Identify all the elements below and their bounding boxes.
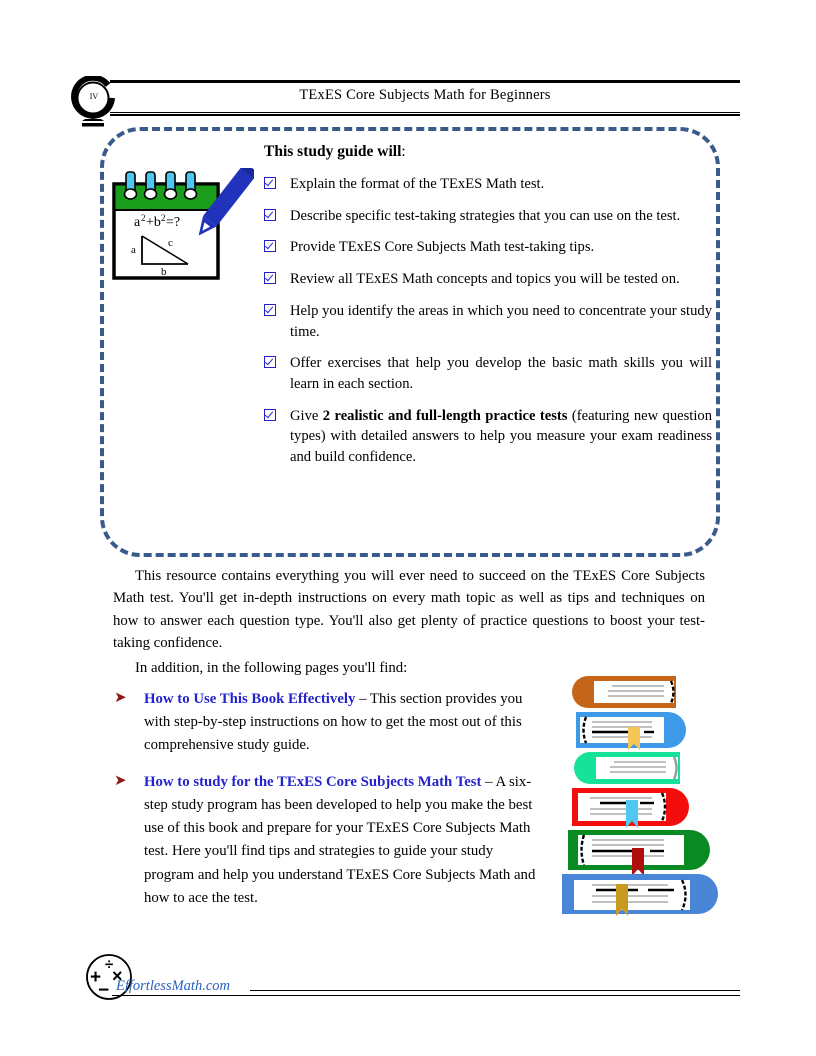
svg-text:=?: =? bbox=[166, 215, 180, 230]
section-description: – This section provides you with step-by… bbox=[144, 691, 523, 754]
section-link[interactable]: How to study for the TExES Core Subjects… bbox=[144, 774, 482, 791]
callout-heading: This study guide will: bbox=[264, 143, 712, 161]
arrow-bullet-icon: ➤ bbox=[114, 690, 127, 706]
list-item: Offer exercises that help you develop th… bbox=[264, 353, 712, 394]
book bbox=[572, 788, 689, 828]
svg-text:2: 2 bbox=[141, 213, 146, 223]
list-item-text-post: (featuring new question types) with deta… bbox=[290, 407, 712, 466]
svg-text:2: 2 bbox=[161, 213, 166, 223]
list-item: Describe specific test-taking strategies… bbox=[264, 206, 712, 227]
svg-text:−: − bbox=[98, 980, 109, 1001]
checked-checkbox-icon bbox=[264, 208, 276, 221]
page-title: TExES Core Subjects Math for Beginners bbox=[299, 87, 551, 103]
footer-rule-short bbox=[250, 990, 740, 991]
list-item: Explain the format of the TExES Math tes… bbox=[264, 174, 712, 195]
header-rule-bottom bbox=[110, 112, 740, 116]
paragraph: This resource contains everything you wi… bbox=[113, 568, 705, 652]
globe-stand-icon: iv bbox=[68, 76, 124, 128]
list-item-text: Explain the format of the TExES Math tes… bbox=[290, 176, 545, 192]
book bbox=[562, 874, 718, 916]
svg-text:c: c bbox=[168, 237, 173, 249]
checked-checkbox-icon bbox=[264, 408, 276, 421]
checked-checkbox-icon bbox=[264, 240, 276, 253]
study-guide-checklist: Explain the format of the TExES Math tes… bbox=[264, 174, 712, 468]
section-links-list: ➤ How to Use This Book Effectively – Thi… bbox=[113, 688, 545, 924]
study-guide-callout-box: This study guide will: Explain the forma… bbox=[100, 127, 720, 557]
stack-of-books-icon bbox=[548, 672, 720, 920]
page-header: TExES Core Subjects Math for Beginners i… bbox=[68, 76, 740, 127]
intro-paragraphs: This resource contains everything you wi… bbox=[113, 565, 705, 679]
svg-text:×: × bbox=[112, 966, 123, 986]
callout-heading-text: This study guide will bbox=[264, 143, 402, 160]
site-name[interactable]: EffortlessMath.com bbox=[116, 978, 230, 994]
callout-content: This study guide will: Explain the forma… bbox=[264, 143, 712, 468]
spiral-notepad-with-pencil-icon: a 2 +b 2 =? a b c bbox=[104, 162, 259, 290]
section-description: – A six-step study program has been deve… bbox=[144, 774, 536, 906]
checked-checkbox-icon bbox=[264, 303, 276, 316]
svg-text:a: a bbox=[131, 244, 136, 256]
svg-text:b: b bbox=[161, 266, 167, 278]
checked-checkbox-icon bbox=[264, 272, 276, 285]
list-item: Help you identify the areas in which you… bbox=[264, 301, 712, 342]
paragraph: In addition, in the following pages you'… bbox=[135, 659, 408, 676]
section-link[interactable]: How to Use This Book Effectively bbox=[144, 691, 356, 707]
checked-checkbox-icon bbox=[264, 177, 276, 189]
svg-text:+: + bbox=[90, 967, 101, 988]
svg-text:÷: ÷ bbox=[105, 956, 113, 973]
list-item: Give 2 realistic and full-length practic… bbox=[264, 406, 712, 468]
list-item: Review all TExES Math concepts and topic… bbox=[264, 269, 712, 290]
arrow-bullet-icon: ➤ bbox=[114, 773, 127, 790]
header-rule-top bbox=[110, 80, 740, 83]
list-item-text: Offer exercises that help you develop th… bbox=[290, 355, 712, 393]
list-item-text: Review all TExES Math concepts and topic… bbox=[290, 271, 680, 288]
page-footer: ÷ + × − EffortlessMath.com bbox=[84, 952, 744, 1004]
book bbox=[572, 676, 676, 708]
list-item-text: Help you identify the areas in which you… bbox=[290, 302, 712, 340]
svg-text:a: a bbox=[134, 215, 141, 230]
list-item: ➤ How to study for the TExES Core Subjec… bbox=[113, 771, 545, 909]
list-item: ➤ How to Use This Book Effectively – Thi… bbox=[113, 688, 545, 757]
list-item-text-pre: Give bbox=[290, 407, 323, 424]
checked-checkbox-icon bbox=[264, 356, 276, 369]
book bbox=[568, 830, 710, 876]
list-item-text: Provide TExES Core Subjects Math test-ta… bbox=[290, 239, 595, 256]
list-item: Provide TExES Core Subjects Math test-ta… bbox=[264, 237, 712, 258]
page-number: iv bbox=[89, 88, 99, 102]
list-item-text-bold: 2 realistic and full-length practice tes… bbox=[322, 407, 568, 424]
footer-rule-long bbox=[112, 995, 740, 996]
math-symbols-circle-logo: ÷ + × − bbox=[84, 952, 134, 1002]
svg-text:+b: +b bbox=[146, 215, 161, 230]
callout-heading-colon: : bbox=[401, 143, 406, 160]
book bbox=[576, 712, 686, 750]
book bbox=[574, 752, 680, 784]
list-item-text: Describe specific test-taking strategies… bbox=[290, 207, 681, 224]
